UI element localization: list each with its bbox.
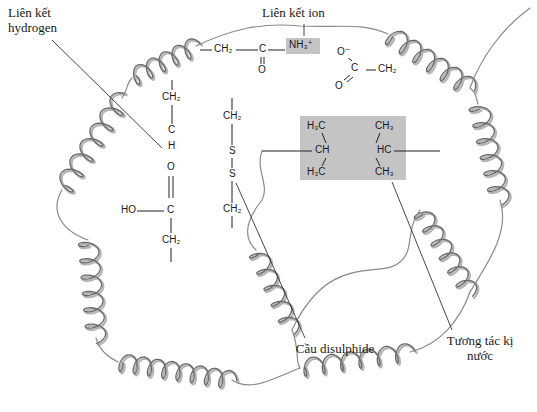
helix-ribbon [232, 368, 300, 385]
chemical-group: O⁻ [336, 46, 351, 58]
chemical-group: HC [376, 144, 392, 156]
chemical-group: O [166, 161, 176, 173]
helix-ribbon [414, 212, 476, 296]
chemical-group: CH₃ [374, 120, 395, 132]
chemical-group: CH [314, 144, 330, 156]
chemical-group: C [350, 62, 359, 74]
chemical-group: O [334, 80, 344, 92]
helix-ribbon [78, 242, 105, 343]
helix-ribbon [248, 151, 265, 250]
chemical-group: CH₂ [213, 43, 233, 55]
chemical-group: O [257, 64, 267, 76]
helix-ribbon [60, 93, 125, 192]
helix-ribbon [250, 253, 299, 334]
chemical-group: H₃C [306, 120, 327, 132]
leader-lines [52, 24, 452, 338]
chemical-group: CH₂ [161, 91, 181, 103]
helix-ribbon [470, 88, 478, 104]
callout-label: Liên kết ion [262, 6, 325, 21]
chemical-group: NH₃⁺ [288, 39, 314, 51]
helix-ribbon [57, 190, 88, 240]
chemical-group: CH₂ [222, 110, 242, 122]
chemical-group: C [258, 43, 267, 55]
bond-lines [136, 50, 440, 262]
chemical-group: S [228, 145, 237, 157]
helix-ribbon [292, 210, 420, 330]
helix-ribbon [387, 33, 477, 93]
chemical-group: C [166, 204, 175, 216]
ion-patch [286, 38, 320, 54]
helix-ribbon [469, 107, 509, 206]
callout-label: Cầu disulphide [290, 342, 380, 357]
helix-ribbon [96, 338, 118, 362]
helix-ribbon [134, 39, 201, 85]
chemical-group: HO [120, 204, 137, 216]
helix-ribbon [122, 78, 132, 98]
chemical-group: C [167, 124, 176, 136]
chemical-group: H₃C [306, 166, 327, 178]
helix-ribbon [470, 8, 530, 88]
helix-ribbon [135, 41, 202, 87]
chemical-group: CH₂ [377, 63, 397, 75]
helix-ribbon [386, 31, 476, 91]
callout-label: Liên kết hydrogen [8, 6, 80, 36]
chemical-group: H [167, 140, 176, 152]
chemical-group: CH₃ [374, 166, 395, 178]
chemical-group: CH₂ [161, 234, 181, 246]
helix-ribbon [119, 355, 237, 387]
callout-label: Tương tác kị nước [432, 334, 528, 364]
helix-ribbon [470, 200, 503, 292]
hydrophobic-patch [300, 116, 406, 180]
chemical-group: CH₂ [222, 203, 242, 215]
helix-ribbon [251, 255, 300, 336]
chemical-group: S [228, 168, 237, 180]
